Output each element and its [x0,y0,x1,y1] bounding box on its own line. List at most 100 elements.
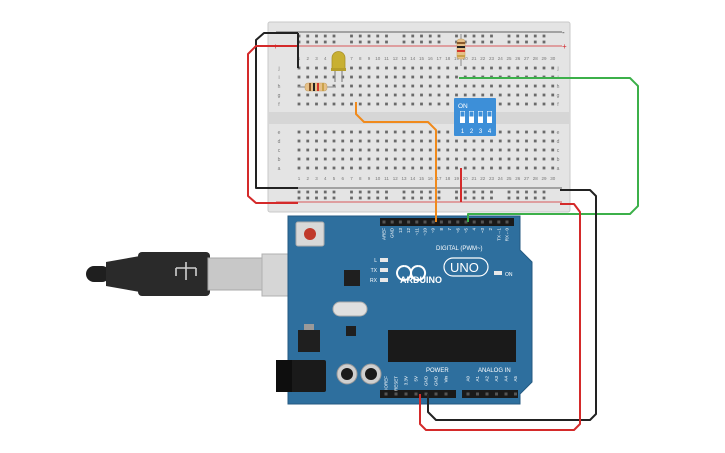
breadboard-hole[interactable] [315,102,318,106]
breadboard-hole[interactable] [516,102,520,106]
breadboard-hole[interactable] [402,166,406,170]
breadboard-hole[interactable] [332,84,336,88]
dip-toggle-knob[interactable] [460,111,465,117]
rail-hole[interactable] [332,34,336,38]
wire-orange-pin-8[interactable] [355,102,437,222]
header-pin[interactable] [439,220,443,224]
breadboard-hole[interactable] [367,66,371,70]
dip-toggle-slot[interactable] [460,111,465,123]
breadboard-hole[interactable] [306,139,310,143]
breadboard-hole[interactable] [551,66,555,70]
rail-hole[interactable] [315,196,318,200]
breadboard-hole[interactable] [437,84,441,88]
reset-button[interactable] [304,228,316,240]
breadboard-hole[interactable] [490,84,493,88]
breadboard-hole[interactable] [455,75,458,79]
breadboard-hole[interactable] [507,139,511,143]
breadboard-hole[interactable] [420,148,423,152]
breadboard-hole[interactable] [498,166,502,170]
rail-hole[interactable] [350,34,353,38]
rail-hole[interactable] [385,196,388,200]
breadboard-hole[interactable] [446,157,450,161]
breadboard-hole[interactable] [385,166,388,170]
rail-hole[interactable] [376,34,380,38]
rail-hole[interactable] [323,190,327,194]
breadboard-hole[interactable] [323,130,327,134]
rail-hole[interactable] [306,34,310,38]
breadboard-hole[interactable] [437,130,441,134]
breadboard-hole[interactable] [350,102,353,106]
rail-hole[interactable] [385,34,388,38]
breadboard-hole[interactable] [367,102,371,106]
breadboard-hole[interactable] [428,93,432,97]
breadboard-hole[interactable] [490,148,493,152]
rail-hole[interactable] [411,40,415,44]
rail-hole[interactable] [306,196,310,200]
rail-hole[interactable] [411,196,415,200]
header-pin[interactable] [384,392,388,396]
breadboard-hole[interactable] [385,148,388,152]
rail-hole[interactable] [315,34,318,38]
breadboard-hole[interactable] [297,93,301,97]
breadboard-hole[interactable] [463,84,467,88]
breadboard-hole[interactable] [498,139,502,143]
breadboard-hole[interactable] [472,148,476,152]
breadboard-hole[interactable] [533,102,537,106]
breadboard-hole[interactable] [507,84,511,88]
header-pin[interactable] [423,220,427,224]
breadboard-hole[interactable] [385,84,388,88]
breadboard-hole[interactable] [332,130,336,134]
rail-hole[interactable] [332,190,336,194]
breadboard-hole[interactable] [463,66,467,70]
breadboard-hole[interactable] [437,93,441,97]
rail-hole[interactable] [376,196,380,200]
rail-hole[interactable] [472,40,476,44]
breadboard-hole[interactable] [332,102,336,106]
breadboard-hole[interactable] [358,139,362,143]
breadboard-hole[interactable] [411,102,415,106]
rail-hole[interactable] [525,40,528,44]
breadboard-hole[interactable] [498,148,502,152]
breadboard-hole[interactable] [542,139,546,143]
breadboard-hole[interactable] [481,166,485,170]
breadboard-hole[interactable] [490,66,493,70]
breadboard-hole[interactable] [420,66,423,70]
breadboard-hole[interactable] [455,166,458,170]
header-pin[interactable] [448,220,452,224]
header-pin[interactable] [505,220,509,224]
resistor-horizontal[interactable] [298,82,336,92]
rail-hole[interactable] [490,190,493,194]
breadboard-hole[interactable] [306,66,310,70]
breadboard-hole[interactable] [507,93,511,97]
breadboard-hole[interactable] [446,66,450,70]
rail-hole[interactable] [367,190,371,194]
breadboard-hole[interactable] [472,84,476,88]
breadboard-hole[interactable] [437,166,441,170]
breadboard-hole[interactable] [542,157,546,161]
breadboard-hole[interactable] [332,148,336,152]
rail-hole[interactable] [490,40,493,44]
breadboard-hole[interactable] [367,139,371,143]
breadboard-hole[interactable] [376,84,380,88]
rail-hole[interactable] [481,196,485,200]
breadboard-hole[interactable] [542,66,546,70]
breadboard-hole[interactable] [533,157,537,161]
breadboard-hole[interactable] [402,139,406,143]
breadboard-hole[interactable] [481,93,485,97]
breadboard-hole[interactable] [455,157,458,161]
breadboard-hole[interactable] [323,75,327,79]
breadboard-hole[interactable] [551,157,555,161]
breadboard-hole[interactable] [376,166,380,170]
breadboard-hole[interactable] [455,66,458,70]
breadboard-hole[interactable] [376,130,380,134]
dip-toggle-slot[interactable] [478,111,483,123]
rail-hole[interactable] [358,40,362,44]
rail-hole[interactable] [428,190,432,194]
led[interactable] [331,51,346,82]
header-pin[interactable] [456,220,460,224]
rail-hole[interactable] [507,190,511,194]
breadboard-hole[interactable] [376,102,380,106]
header-pin[interactable] [464,220,468,224]
breadboard-hole[interactable] [516,157,520,161]
